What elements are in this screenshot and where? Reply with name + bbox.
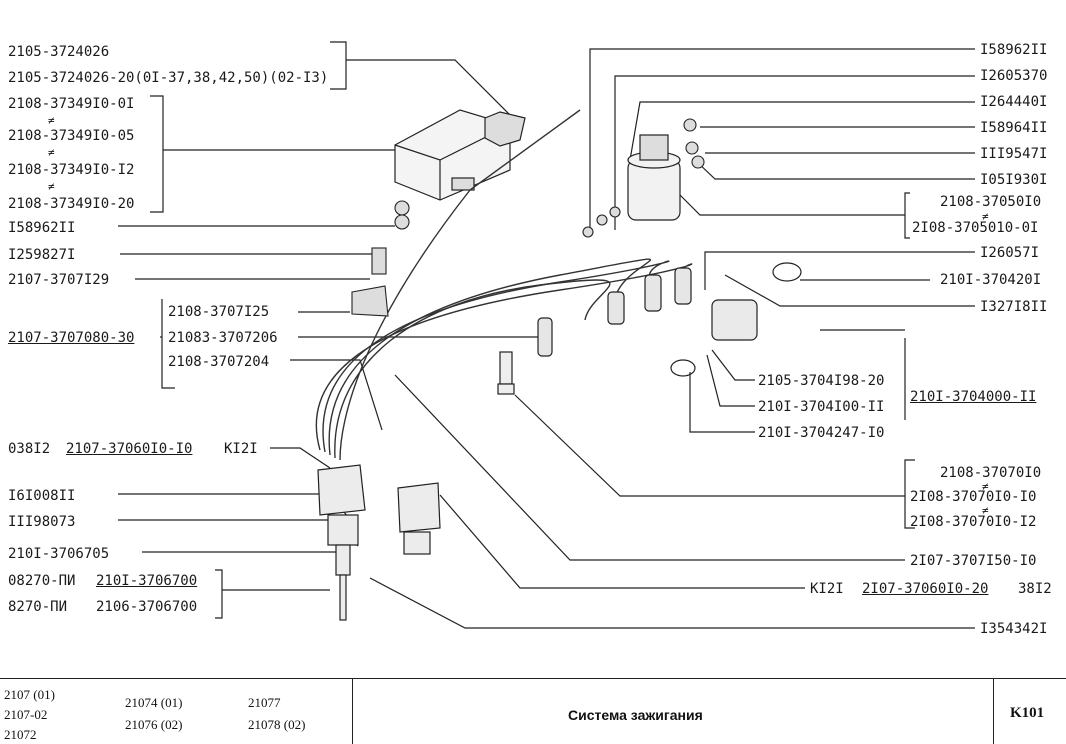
part-label: I6I008II xyxy=(8,488,76,504)
ignition-coil-drawing xyxy=(627,134,681,221)
divider xyxy=(993,679,994,744)
not-interchangeable-mark: ≠ xyxy=(982,210,989,223)
part-label: I2605370 xyxy=(980,68,1048,84)
distributor-drawing xyxy=(317,464,441,621)
part-label: 2108-37349I0-05 xyxy=(8,128,135,144)
part-label: 210I-3704247-I0 xyxy=(758,425,885,441)
section-title: Система зажигания xyxy=(568,707,703,723)
part-label: I259827I xyxy=(8,247,76,263)
part-label: 210I-3706700 xyxy=(96,573,198,589)
part-label: 2106-3706700 xyxy=(96,599,198,615)
part-label: I26057I xyxy=(980,245,1040,261)
ht-leads-drawing xyxy=(315,109,693,461)
part-label: 2I08-37070I0-I2 xyxy=(910,514,1037,530)
part-label: III98073 xyxy=(8,514,76,530)
part-label-assembly: 2I07-37060I0-20 xyxy=(862,581,989,597)
part-label: I264440I xyxy=(980,94,1048,110)
part-label: 2105-3724026-20(0I-37,38,42,50)(02-I3) xyxy=(8,70,329,86)
divider xyxy=(352,679,353,744)
part-label-assembly: 2107-37060I0-I0 xyxy=(66,441,193,457)
part-label: 08270-ПИ xyxy=(8,573,76,589)
part-label: 2108-37070I0 xyxy=(940,465,1042,481)
part-label: 2108-37349I0-I2 xyxy=(8,162,135,178)
part-label: 8270-ПИ xyxy=(8,599,68,615)
not-interchangeable-mark: ≠ xyxy=(48,180,55,193)
part-label: 210I-370420I xyxy=(940,272,1042,288)
part-label: 2I08-3705010-0I xyxy=(912,220,1039,236)
not-interchangeable-mark: ≠ xyxy=(982,504,989,517)
part-label: 2107-3707I29 xyxy=(8,272,110,288)
part-label: 038I2 xyxy=(8,441,51,457)
part-label: 2108-3707I25 xyxy=(168,304,270,320)
part-label: I354342I xyxy=(980,621,1048,637)
small-parts-drawing xyxy=(351,118,705,317)
plug-caps-drawing xyxy=(537,267,692,357)
part-label: 2108-3707204 xyxy=(168,354,270,370)
part-label-assembly: 2107-3707080-30 xyxy=(8,330,135,346)
model-code: 21077 xyxy=(248,695,281,710)
not-interchangeable-mark: ≠ xyxy=(48,114,55,127)
part-label: I58962II xyxy=(980,42,1048,58)
section-code: K101 xyxy=(1010,705,1045,721)
ignition-switch-drawing xyxy=(670,262,802,377)
spark-plug-drawing xyxy=(497,351,515,395)
model-code: 2107 (01) xyxy=(4,687,55,702)
ignition-module-drawing xyxy=(394,109,526,201)
model-code: 21076 (02) xyxy=(125,717,183,732)
diagram-artwork xyxy=(118,41,975,629)
model-code: 21072 xyxy=(4,727,37,742)
part-label-assembly: 210I-3704000-II xyxy=(910,389,1037,405)
part-label: 2105-3704I98-20 xyxy=(758,373,885,389)
part-label: 2108-37349I0-20 xyxy=(8,196,135,212)
part-label: 2105-3724026 xyxy=(8,44,110,60)
model-code: 21074 (01) xyxy=(125,695,183,710)
model-code: 21078 (02) xyxy=(248,717,306,732)
part-label: KI2I xyxy=(810,581,844,597)
model-code: 2107-02 xyxy=(4,707,48,722)
part-label: I58962II xyxy=(8,220,76,236)
not-interchangeable-mark: ≠ xyxy=(48,146,55,159)
title-block: 2107 (01) 2107-02 21072 21074 (01) 21076… xyxy=(0,678,1066,744)
part-label: I327I8II xyxy=(980,299,1048,315)
part-label: 2108-37050I0 xyxy=(940,194,1042,210)
part-label: I58964II xyxy=(980,120,1048,136)
part-label: III9547I xyxy=(980,146,1048,162)
part-label: 2I07-3707I50-I0 xyxy=(910,553,1037,569)
part-label: 21083-3707206 xyxy=(168,330,278,346)
part-label: 210I-3706705 xyxy=(8,546,110,562)
part-label: 210I-3704I00-II xyxy=(758,399,885,415)
part-label: 2I08-37070I0-I0 xyxy=(910,489,1037,505)
part-label: 38I2 xyxy=(1018,581,1052,597)
part-label: 2108-37349I0-0I xyxy=(8,96,135,112)
part-label: KI2I xyxy=(224,441,258,457)
not-interchangeable-mark: ≠ xyxy=(982,480,989,493)
part-label: I05I930I xyxy=(980,172,1048,188)
